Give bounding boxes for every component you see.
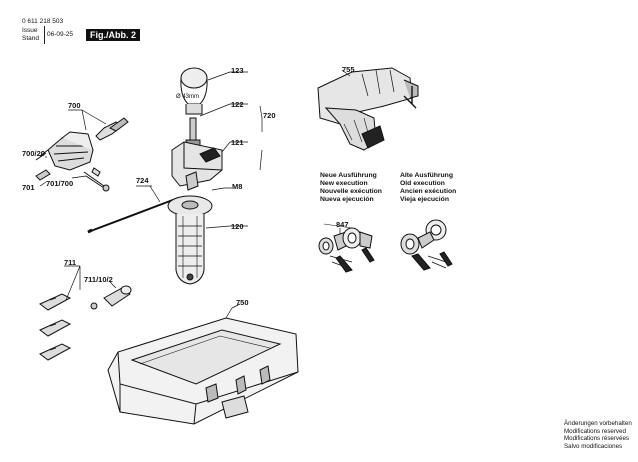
label-123: 123	[231, 66, 244, 75]
chuck-key	[83, 167, 110, 192]
depth-gauge-rod	[87, 197, 179, 234]
bit-holder	[90, 285, 132, 310]
label-700-20: 700/20	[22, 149, 45, 158]
carrying-case	[107, 317, 299, 425]
label-701-700: 701/700	[46, 179, 73, 188]
label-724: 724	[136, 176, 149, 185]
footer-de: Änderungen vorbehalten	[564, 420, 632, 427]
leader-lines	[39, 69, 351, 319]
footer-en: Modifications reserved	[564, 427, 626, 435]
figure-label: Fig./Abb. 2	[86, 29, 140, 41]
caption-new-de: Neue Ausführung	[320, 172, 377, 179]
angle-drill-attachment	[317, 67, 419, 151]
label-720: 720	[263, 111, 276, 120]
header-separator	[44, 26, 45, 44]
stand-label: Stand	[22, 35, 39, 42]
auxiliary-handle	[167, 195, 213, 285]
screwdriver-bits	[39, 293, 72, 361]
caption-new-en: New execution	[320, 180, 368, 187]
label-701: 701	[22, 183, 35, 192]
depth-stop-old	[400, 219, 453, 271]
caption-new-fr: Nouvelle exécution	[320, 188, 382, 195]
caption-new-es: Nueva ejecución	[320, 196, 374, 203]
label-711-10-2: 711/10/2	[84, 275, 113, 284]
label-121: 121	[231, 138, 244, 147]
part-number: 0 611 218 503	[22, 18, 64, 25]
clamp-bolt	[185, 117, 201, 147]
issue-label: Issue	[22, 27, 38, 34]
footer-modifications: Änderungen vorbehalten Modifications res…	[564, 420, 632, 450]
label-711: 711	[64, 258, 76, 267]
chuck-screw	[35, 169, 51, 181]
clamp-ring	[180, 67, 208, 115]
footer-es: Salvo modificaciones	[564, 442, 623, 450]
footer-fr: Modifications réservées	[564, 435, 629, 443]
handle-clamp-housing	[171, 141, 223, 191]
label-120: 120	[231, 222, 244, 231]
label-m8: M8	[232, 182, 242, 191]
chuck-adapter-shank	[95, 117, 129, 141]
label-700: 700	[68, 101, 81, 110]
caption-old-es: Vieja ejecución	[400, 196, 449, 203]
caption-old-de: Alte Ausführung	[400, 172, 453, 179]
caption-old-fr: Ancien exécution	[400, 188, 457, 195]
issue-date: 06-09-25	[47, 31, 74, 38]
label-847: 847	[336, 220, 349, 229]
caption-old-en: Old execution	[400, 180, 445, 187]
label-diameter: Ø 43mm	[176, 94, 199, 100]
label-122: 122	[231, 100, 244, 109]
label-750: 750	[236, 298, 249, 307]
caption-old-execution: Alte Ausführung Old execution Ancien exé…	[400, 172, 456, 204]
label-755: 755	[342, 65, 355, 74]
drill-chuck	[35, 131, 94, 171]
caption-new-execution: Neue Ausführung New execution Nouvelle e…	[320, 172, 382, 204]
depth-stop-new	[318, 223, 375, 273]
